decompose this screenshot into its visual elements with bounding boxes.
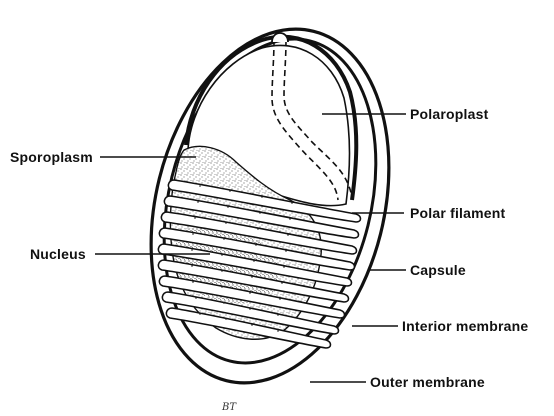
label-polar-filament: Polar filament xyxy=(410,205,505,221)
label-nucleus: Nucleus xyxy=(30,246,86,262)
label-outer-membrane: Outer membrane xyxy=(370,374,485,390)
label-interior-membrane: Interior membrane xyxy=(402,318,528,334)
label-capsule: Capsule xyxy=(410,262,466,278)
label-polaroplast: Polaroplast xyxy=(410,106,488,122)
label-sporoplasm: Sporoplasm xyxy=(10,149,93,165)
anchoring-disc xyxy=(272,33,288,42)
artist-mark: BT xyxy=(222,402,236,413)
